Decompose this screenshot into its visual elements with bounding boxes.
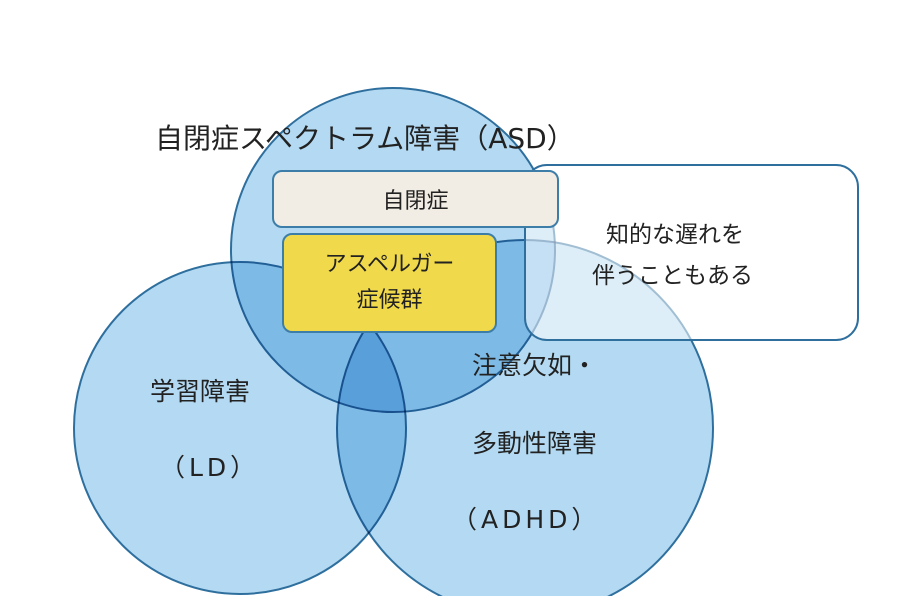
autism-box: 自閉症 bbox=[272, 170, 559, 228]
callout-line1: 知的な遅れを bbox=[606, 222, 744, 248]
asperger-label-line2: 症候群 bbox=[356, 288, 423, 313]
ld-label-line2: （LD） bbox=[160, 453, 260, 482]
asd-label: 自閉症スペクトラム障害（ASD） bbox=[155, 122, 575, 155]
asperger-box: アスペルガー 症候群 bbox=[282, 233, 497, 333]
adhd-label-line2: 多動性障害 bbox=[472, 429, 598, 458]
callout-line2: 伴うこともある bbox=[592, 263, 753, 289]
asperger-label-line1: アスペルガー bbox=[324, 252, 455, 277]
callout-box bbox=[524, 164, 859, 341]
autism-label: 自閉症 bbox=[382, 189, 449, 214]
adhd-label-line1: 注意欠如・ bbox=[472, 351, 598, 380]
ld-label-line1: 学習障害 bbox=[150, 377, 251, 406]
adhd-label-line3: （ADHD） bbox=[452, 505, 601, 534]
